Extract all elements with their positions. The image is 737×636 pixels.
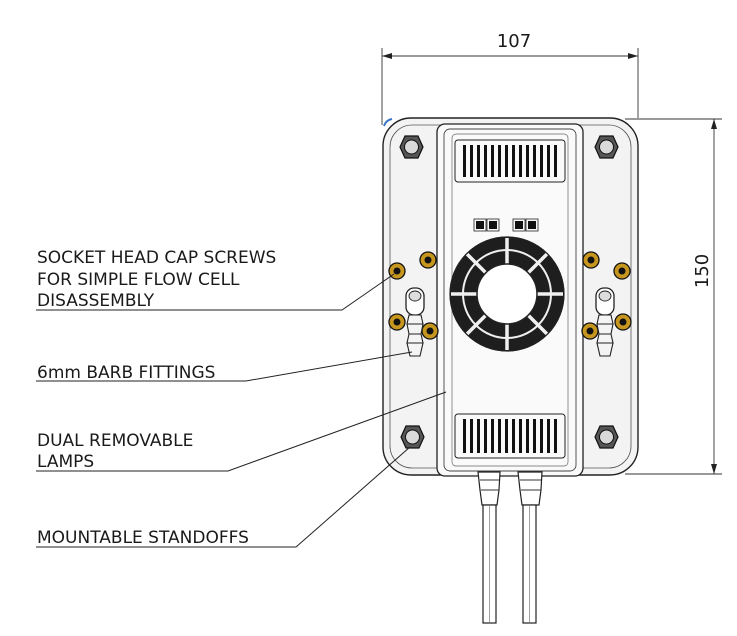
height-dimension-label: 150 [692,254,713,288]
barb-fitting-icon [595,287,615,357]
callout-text-line: FOR SIMPLE FLOW CELL [37,270,240,290]
top-grille [454,139,566,183]
socket-screw-icon [582,251,600,269]
leader-line-barb [36,351,413,382]
socket-screw-icon [388,262,406,280]
socket-screw-icon [614,313,632,331]
callout-socket-screws: SOCKET HEAD CAP SCREWS FOR SIMPLE FLOW C… [37,248,276,311]
lamp-module [436,123,584,477]
cable-icon [477,471,501,624]
callout-text-line: SOCKET HEAD CAP SCREWS [37,248,276,268]
leader-line-lamps [36,391,447,472]
height-dimension: 150 [625,118,722,475]
hex-standoff-icon [594,135,619,159]
hex-standoff-icon [400,425,425,449]
barb-fitting-icon [405,287,425,357]
cable-icon [517,471,543,624]
callout-text-line: 6mm BARB FITTINGS [37,363,215,383]
socket-screw-icon [419,251,437,269]
bottom-grille [454,413,566,459]
callout-text-line: DISASSEMBLY [37,291,155,311]
fan-icon [449,236,565,352]
callout-standoffs: MOUNTABLE STANDOFFS [37,528,249,548]
callout-barb-fittings: 6mm BARB FITTINGS [37,363,215,383]
socket-screw-icon [388,313,406,331]
socket-screw-icon [421,322,439,340]
width-dimension: 107 [381,31,639,125]
indicator-leds [473,218,539,232]
callout-dual-lamps: DUAL REMOVABLE LAMPS [37,431,193,472]
hex-standoff-icon [399,135,424,159]
callout-text-line: MOUNTABLE STANDOFFS [37,528,249,548]
hex-standoff-icon [594,425,619,449]
callout-text-line: LAMPS [37,452,94,472]
width-dimension-label: 107 [497,31,531,52]
leader-lines [36,273,447,548]
leader-line-standoffs [36,446,411,548]
callout-text-line: DUAL REMOVABLE [37,431,193,451]
socket-screw-icon [613,262,631,280]
leader-line-screws [36,273,395,311]
socket-screw-icon [581,322,599,340]
